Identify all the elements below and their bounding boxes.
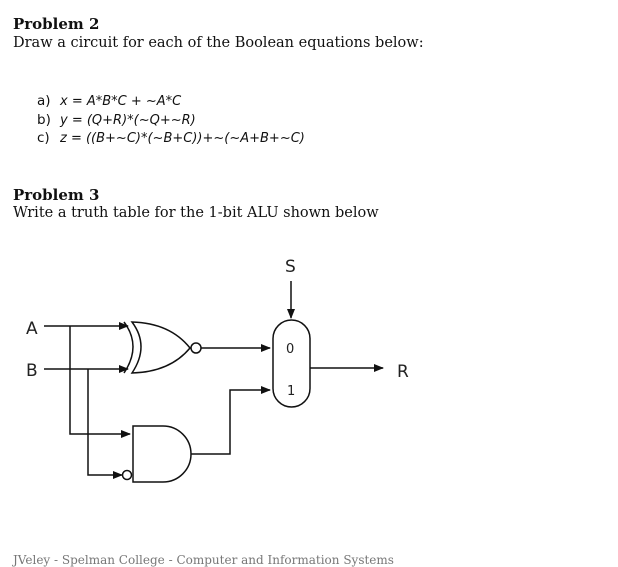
equation-a: x = A*B*C + ~A*C [60, 94, 182, 109]
wire-b-to-and [87, 369, 123, 479]
equation-c-label: c) [37, 130, 50, 146]
equation-b: y = (Q+R)*(~Q+~R) [60, 113, 196, 128]
xnor-bubble [190, 342, 202, 354]
wire-and-to-mux [191, 386, 271, 455]
input-a-label: A [26, 319, 38, 339]
xnor-extra-curve [123, 321, 134, 374]
wire-a-to-and [69, 326, 131, 438]
mux [272, 319, 311, 408]
input-b-label: B [26, 361, 38, 381]
mux-input-1-label: 1 [287, 384, 295, 399]
equation-a-label: a) [37, 93, 51, 109]
problem2-title: Problem 2 [13, 15, 100, 33]
output-label: R [397, 362, 409, 382]
select-label: S [285, 257, 296, 277]
equation-b-label: b) [37, 112, 51, 128]
problem3-prompt: Write a truth table for the 1-bit ALU sh… [13, 205, 379, 221]
problem2-prompt: Draw a circuit for each of the Boolean e… [13, 35, 424, 51]
and-inverted-input-bubble [121, 469, 133, 481]
and-gate [132, 425, 192, 483]
equation-c: z = ((B+~C)*(~B+C))+~(~A+B+~C) [60, 131, 305, 146]
footer: JVeley - Spelman College - Computer and … [13, 553, 394, 567]
problem3-title: Problem 3 [13, 186, 100, 204]
xnor-gate [130, 321, 191, 374]
mux-input-0-label: 0 [286, 342, 294, 357]
